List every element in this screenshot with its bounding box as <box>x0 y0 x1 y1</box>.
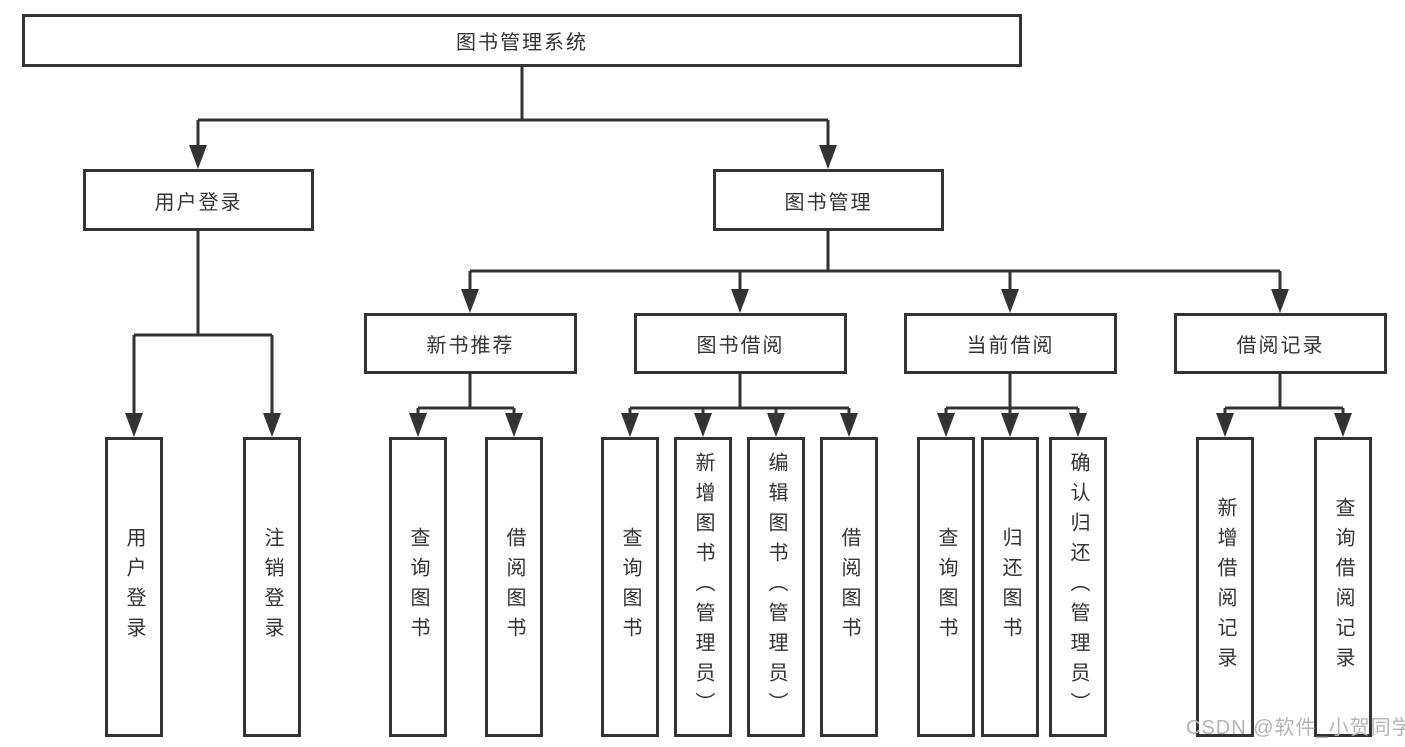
leaf-borrow-books-2: 借阅图书 <box>820 437 878 737</box>
leaf-label: 新增图书（管理员） <box>692 452 714 722</box>
leaf-edit-books-admin: 编辑图书（管理员） <box>747 437 805 737</box>
leaf-query-borrow-record: 查询借阅记录 <box>1314 437 1372 737</box>
leaf-label: 归还图书 <box>999 527 1021 647</box>
leaf-add-books-admin: 新增图书（管理员） <box>674 437 732 737</box>
leaf-query-books-1: 查询图书 <box>389 437 447 737</box>
leaf-label: 注销登录 <box>261 527 283 647</box>
node-user-login: 用户登录 <box>83 169 314 231</box>
leaf-user-login: 用户登录 <box>105 437 163 737</box>
leaf-label: 新增借阅记录 <box>1214 497 1236 677</box>
leaf-borrow-books-1: 借阅图书 <box>485 437 543 737</box>
leaf-label: 查询图书 <box>619 527 641 647</box>
group-new-book-recommend: 新书推荐 <box>364 313 577 374</box>
leaf-label: 查询图书 <box>407 527 429 647</box>
csdn-watermark: CSDN @软件_小贺同学 <box>1186 717 1405 739</box>
root-node-library-system: 图书管理系统 <box>22 14 1022 67</box>
leaf-label: 确认归还（管理员） <box>1067 452 1089 722</box>
leaf-label: 用户登录 <box>123 527 145 647</box>
leaf-label: 查询图书 <box>935 527 957 647</box>
leaf-return-books: 归还图书 <box>981 437 1039 737</box>
node-book-management: 图书管理 <box>713 169 944 231</box>
group-current-borrow: 当前借阅 <box>904 313 1117 374</box>
leaf-label: 借阅图书 <box>838 527 860 647</box>
leaf-confirm-return-admin: 确认归还（管理员） <box>1049 437 1107 737</box>
group-borrow-records: 借阅记录 <box>1174 313 1387 374</box>
leaf-label: 查询借阅记录 <box>1332 497 1354 677</box>
leaf-label: 编辑图书（管理员） <box>765 452 787 722</box>
leaf-logout: 注销登录 <box>243 437 301 737</box>
leaf-label: 借阅图书 <box>503 527 525 647</box>
group-book-borrow: 图书借阅 <box>634 313 847 374</box>
leaf-query-books-2: 查询图书 <box>601 437 659 737</box>
leaf-add-borrow-record: 新增借阅记录 <box>1196 437 1254 737</box>
leaf-query-books-3: 查询图书 <box>917 437 975 737</box>
